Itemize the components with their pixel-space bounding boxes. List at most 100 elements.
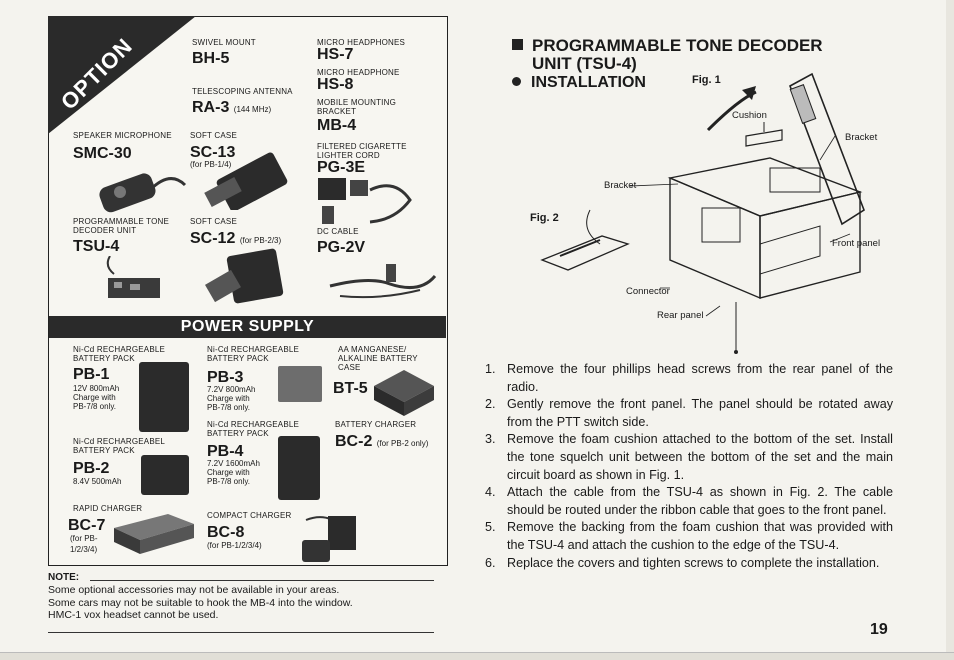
pg2v-category: DC CABLE [317, 227, 359, 236]
soft-case-sc13-image [204, 152, 288, 210]
pg3e-category-2: LIGHTER CORD [317, 151, 380, 160]
pb1-spec-3: PB-7/8 only. [73, 402, 116, 411]
soft-case-sc12-image [205, 248, 284, 304]
bracket-left-label: Bracket [604, 180, 637, 191]
pb2-category-2: BATTERY PACK [73, 446, 135, 455]
bt5-category-3: CASE [338, 363, 361, 372]
pb4-spec-2: Charge with [207, 468, 250, 477]
pb1-spec-1: 12V 800mAh [73, 384, 120, 393]
page-edge-right [946, 0, 954, 659]
bc2-model: BC-2 (for PB-2 only) [335, 433, 429, 450]
pb4-spec-1: 7.2V 1600mAh [207, 459, 260, 468]
round-bullet-icon [512, 77, 521, 86]
pb1-category-2: BATTERY PACK [73, 354, 135, 363]
step-4: 4.Attach the cable from the TSU-4 as sho… [485, 485, 893, 517]
installation-diagram [540, 72, 865, 354]
bc8-model: BC-8 [207, 524, 245, 541]
tsu4-unit-image [106, 256, 160, 298]
section-title-line-2: UNIT (TSU-4) [532, 54, 637, 73]
pb1-category-1: Ni-Cd RECHARGEABLE [73, 345, 166, 354]
smc30-model: SMC-30 [73, 145, 132, 162]
bc7-note-2: 1/2/3/4) [70, 545, 98, 554]
pb4-category-1: Ni-Cd RECHARGEABLE [207, 420, 300, 429]
page-edge-bottom [0, 652, 954, 660]
step-1: 1.Remove the four phillips head screws f… [485, 362, 893, 394]
pb2-category-1: Ni-Cd RECHARGEABEL [73, 437, 166, 446]
pb3-spec-2: Charge with [207, 394, 250, 403]
pb1-model: PB-1 [73, 366, 110, 383]
note-line-2: Some cars may not be suitable to hook th… [48, 596, 353, 609]
ra3-model: RA-3 (144 MHz) [192, 99, 272, 116]
hs7-category: MICRO HEADPHONES [317, 38, 406, 47]
mb4-model: MB-4 [317, 117, 357, 134]
pb3-category-2: BATTERY PACK [207, 354, 269, 363]
hs7-model: HS-7 [317, 46, 354, 63]
tsu4-category-1: PROGRAMMABLE TONE [73, 217, 170, 226]
sc13-model: SC-13 [190, 144, 236, 161]
step-5: 5.Remove the backing from the foam cushi… [485, 520, 893, 552]
fig1-label: Fig. 1 [692, 74, 721, 86]
dc-cable-image [329, 264, 437, 299]
installation-subtitle: INSTALLATION [512, 74, 646, 92]
sc12-model: SC-12 (for PB-2/3) [190, 230, 282, 247]
bh5-model: BH-5 [192, 50, 230, 67]
pb3-spec-1: 7.2V 800mAh [207, 385, 256, 394]
speaker-microphone-image [99, 173, 187, 213]
bh5-category: SWIVEL MOUNT [192, 38, 256, 47]
cigarette-cord-image [318, 178, 412, 224]
mb4-category-1: MOBILE MOUNTING [317, 98, 397, 107]
bc7-note-1: (for PB- [70, 534, 98, 543]
pb2-battery-image [141, 455, 189, 495]
note-bottom-divider [48, 632, 434, 633]
note-divider [90, 580, 434, 581]
bc7-category: RAPID CHARGER [73, 504, 143, 513]
pb4-spec-3: PB-7/8 only. [207, 477, 250, 486]
square-bullet-icon [512, 39, 523, 50]
bc8-note: (for PB-1/2/3/4) [207, 541, 262, 550]
note-line-1: Some optional accessories may not be ava… [48, 584, 340, 596]
rear-panel-label: Rear panel [657, 310, 704, 321]
pb3-battery-image [278, 366, 322, 402]
pb3-model: PB-3 [207, 369, 244, 386]
mb4-category-2: BRACKET [317, 107, 357, 116]
front-panel-label: Front panel [832, 238, 881, 249]
power-supply-header: POWER SUPPLY [49, 316, 446, 338]
hs8-model: HS-8 [317, 76, 354, 93]
pb4-model: PB-4 [207, 443, 244, 460]
bt5-case-image [374, 370, 434, 416]
pb3-spec-3: PB-7/8 only. [207, 403, 250, 412]
hs8-category: MICRO HEADPHONE [317, 68, 400, 77]
installation-steps: 1.Remove the four phillips head screws f… [485, 361, 893, 572]
note-heading: NOTE: [48, 572, 80, 583]
connector-label: Connector [626, 286, 670, 297]
bt5-model: BT-5 [333, 380, 368, 397]
pg3e-category-1: FILTERED CIGARETTE [317, 142, 407, 151]
bc8-category: COMPACT CHARGER [207, 511, 292, 520]
bt5-category-1: AA MANGANESE/ [338, 345, 407, 354]
section-title-line-1: PROGRAMMABLE TONE DECODER [512, 37, 823, 55]
sc13-note: (for PB-1/4) [190, 160, 232, 169]
pg3e-model: PG-3E [317, 159, 366, 176]
pb3-category-1: Ni-Cd RECHARGEABLE [207, 345, 300, 354]
pb1-spec-2: Charge with [73, 393, 116, 402]
option-banner-triangle: OPTION [48, 16, 196, 134]
bc7-model: BC-7 [68, 517, 106, 534]
bc8-charger-image [302, 516, 356, 562]
note-text: Some optional accessories may not be ava… [48, 584, 438, 622]
sc12-category: SOFT CASE [190, 217, 237, 226]
pg2v-model: PG-2V [317, 239, 366, 256]
step-2: 2.Gently remove the front panel. The pan… [485, 397, 893, 429]
bc2-category: BATTERY CHARGER [335, 420, 417, 429]
sc13-category: SOFT CASE [190, 131, 237, 140]
page-number: 19 [870, 621, 888, 638]
cushion-label: Cushion [732, 110, 767, 121]
fig2-label: Fig. 2 [530, 212, 559, 224]
pb2-spec-1: 8.4V 500mAh [73, 477, 122, 486]
pb4-category-2: BATTERY PACK [207, 429, 269, 438]
bc7-charger-image [114, 514, 194, 554]
bt5-category-2: ALKALINE BATTERY [338, 354, 418, 363]
step-6: 6.Replace the covers and tighten screws … [485, 555, 880, 570]
tsu4-category-2: DECODER UNIT [73, 226, 137, 235]
pb4-battery-image [278, 436, 320, 500]
ra3-category: TELESCOPING ANTENNA [192, 87, 293, 96]
